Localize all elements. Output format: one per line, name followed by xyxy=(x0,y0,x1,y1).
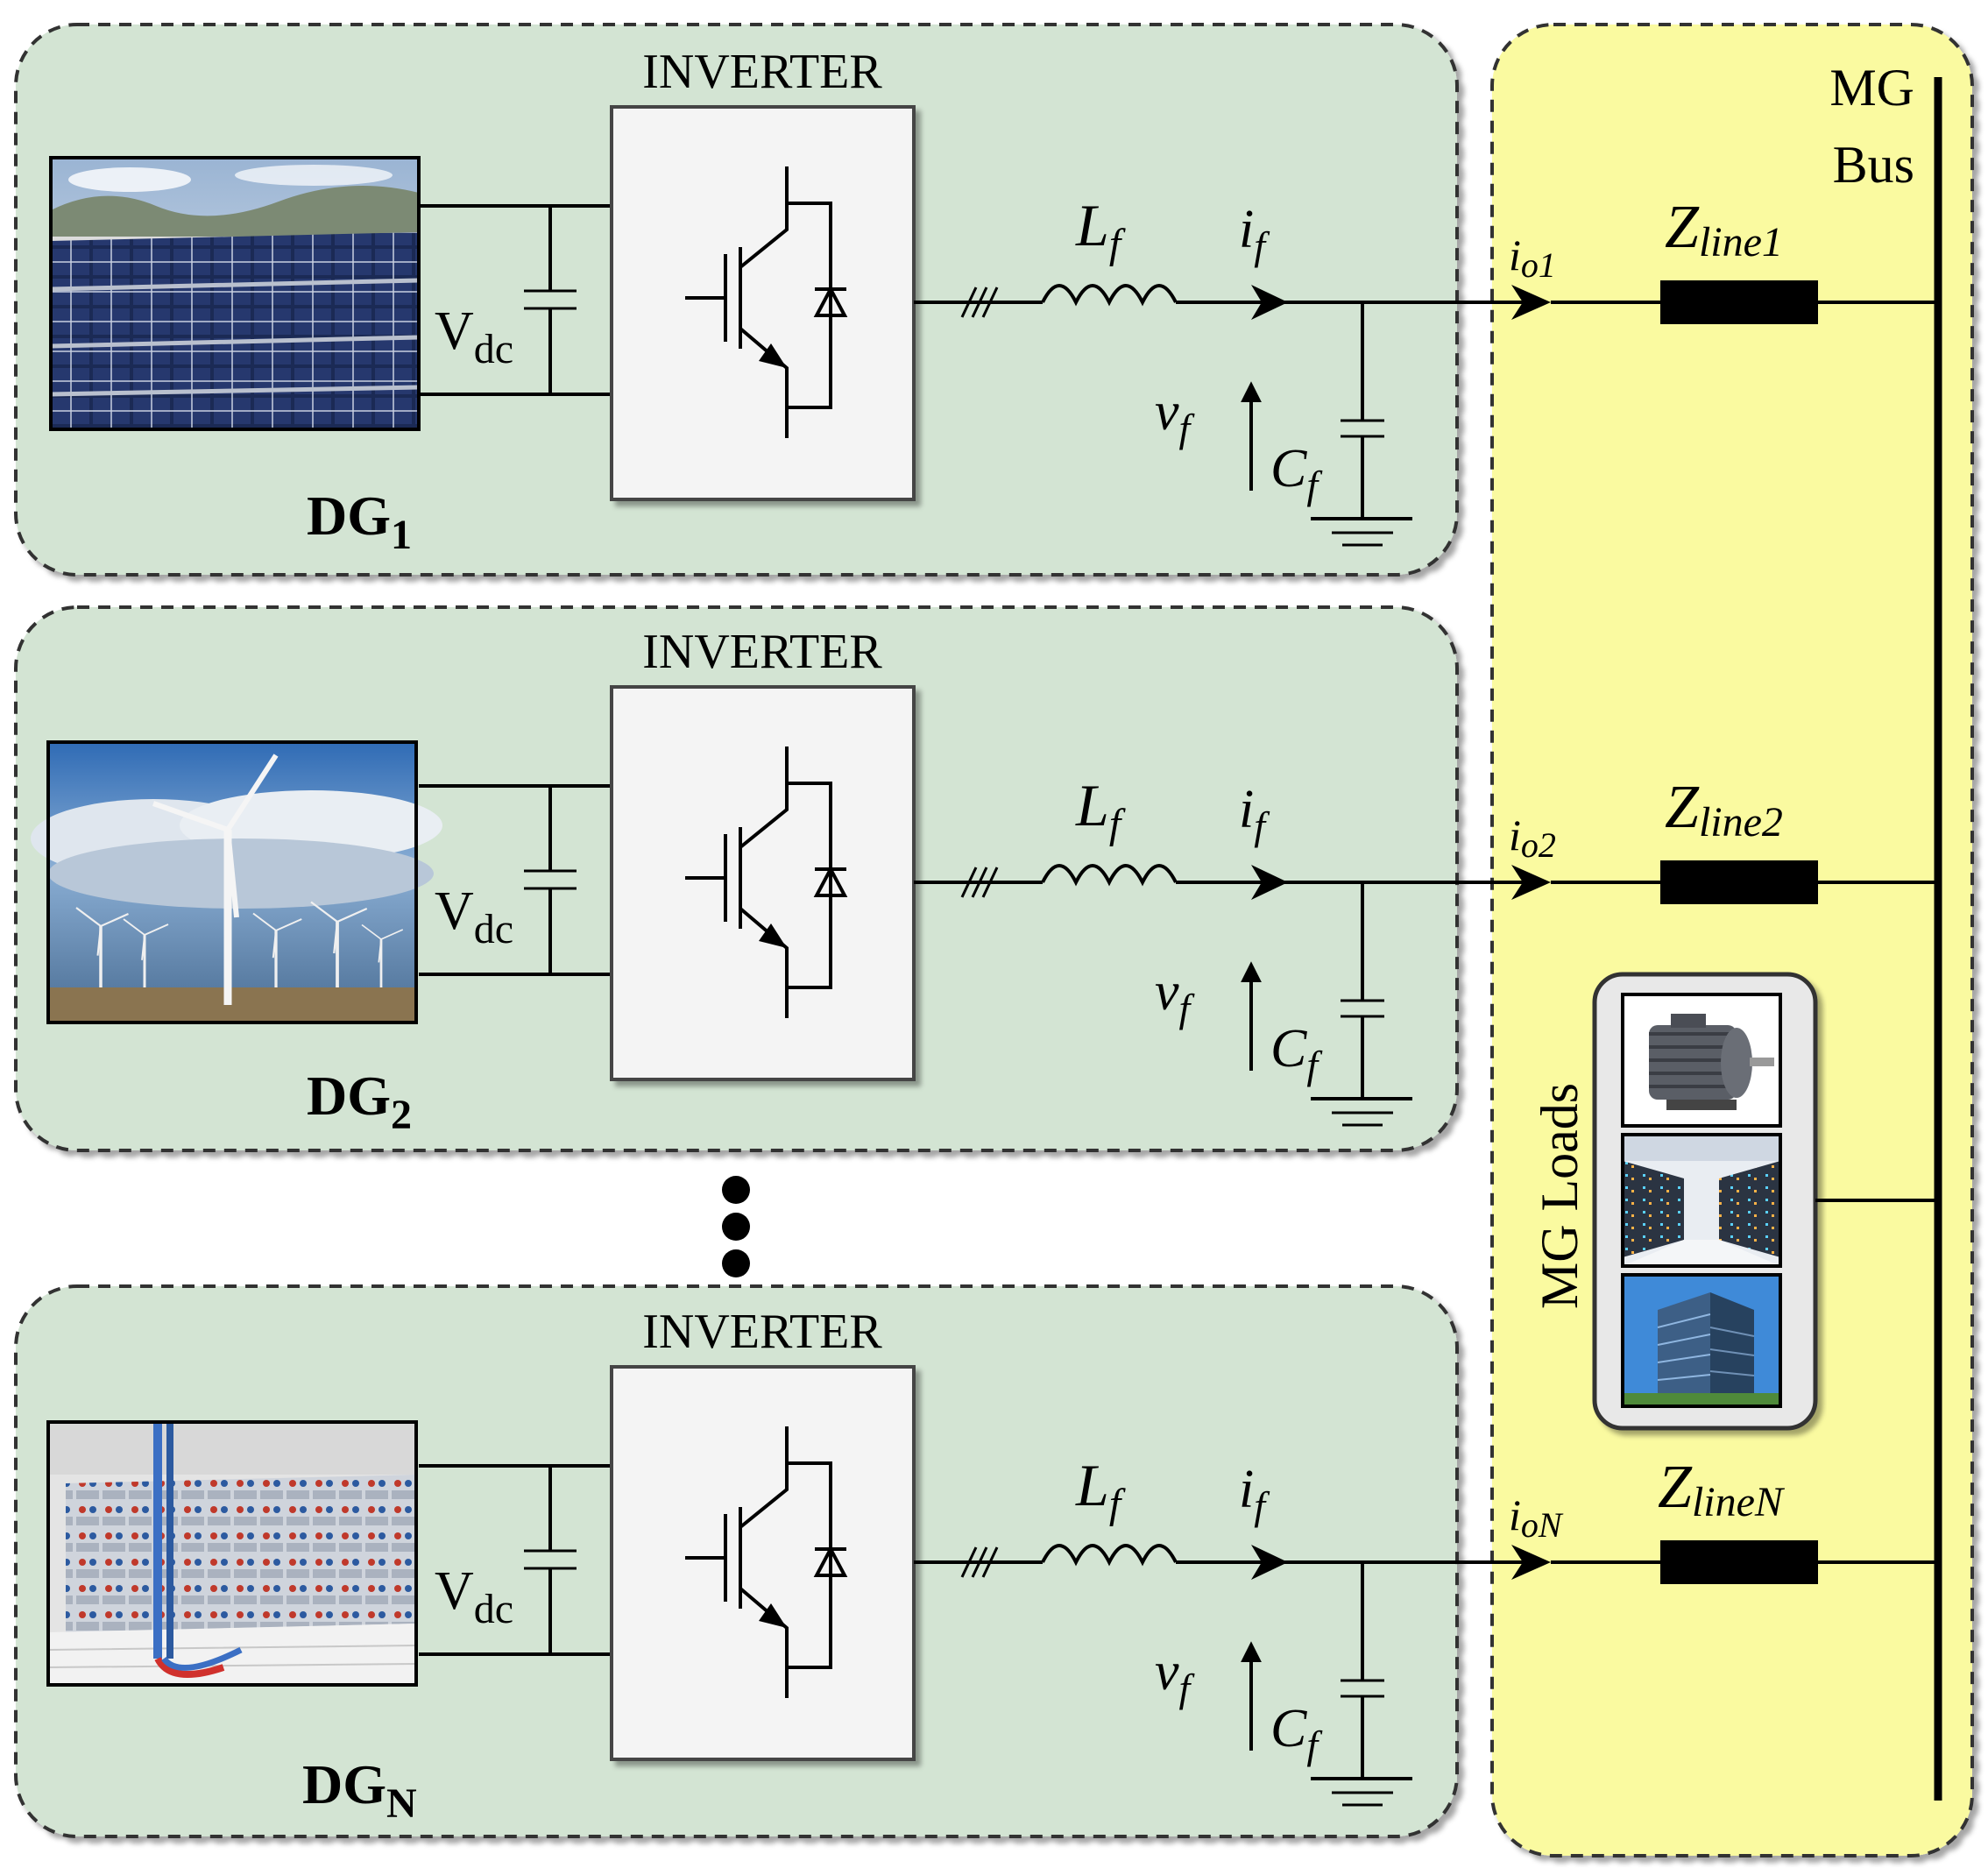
motor-picture xyxy=(1621,993,1782,1128)
datacenter-picture xyxy=(1621,1133,1782,1268)
dg-label: DG1 xyxy=(307,485,412,558)
vdc-label: Vdc xyxy=(435,301,513,372)
dg-label: DG2 xyxy=(307,1065,412,1138)
loads-label: MG Loads xyxy=(1531,1083,1588,1309)
output-current-label: ioN xyxy=(1509,1490,1564,1545)
dg-unit: Vdc INVERTER Lf if Cf vf DG1 io1 Zline1 xyxy=(51,45,1938,558)
inductor-label: Lf xyxy=(1075,1452,1126,1527)
line-impedance-label: ZlineN xyxy=(1658,1454,1786,1525)
more-units-ellipsis xyxy=(722,1176,750,1277)
inverter-box xyxy=(610,105,916,501)
line-impedance xyxy=(1660,1540,1818,1584)
inverter-box xyxy=(610,1365,916,1761)
capacitor-label: Cf xyxy=(1270,1699,1323,1767)
vdc-label: Vdc xyxy=(435,881,513,952)
inductor-label: Lf xyxy=(1075,192,1126,267)
line-impedance xyxy=(1660,280,1818,324)
line-impedance-label: Zline2 xyxy=(1665,774,1783,846)
igbt-switch-icon xyxy=(685,1426,848,1698)
output-current-label: io2 xyxy=(1509,810,1556,865)
vdc-label: Vdc xyxy=(435,1561,513,1632)
inverter-label: INVERTER xyxy=(642,625,882,679)
dg-unit: Vdc INVERTER Lf if Cf vf DGN ioN ZlineN xyxy=(48,1305,1938,1827)
output-current-label: io1 xyxy=(1509,230,1556,285)
igbt-switch-icon xyxy=(685,166,848,438)
dg-unit: Vdc INVERTER Lf if Cf vf DG2 io2 Zline2 xyxy=(31,625,1938,1138)
line-impedance-label: Zline1 xyxy=(1665,194,1783,265)
inverter-box xyxy=(610,685,916,1081)
dg-label: DGN xyxy=(302,1753,417,1827)
bus-label-line1: MG xyxy=(1829,59,1914,117)
wind-turbine-picture xyxy=(31,742,442,1022)
mg-loads: MG Loads xyxy=(1531,972,1938,1431)
line-impedance xyxy=(1660,860,1818,904)
bus-label-line2: Bus xyxy=(1833,136,1914,194)
inverter-label: INVERTER xyxy=(642,45,882,99)
capacitor-label: Cf xyxy=(1270,1019,1323,1087)
building-picture xyxy=(1621,1273,1782,1408)
battery-bank-picture xyxy=(48,1422,416,1685)
inverter-label: INVERTER xyxy=(642,1305,882,1359)
igbt-switch-icon xyxy=(685,746,848,1018)
solar-panel-picture xyxy=(51,158,419,429)
